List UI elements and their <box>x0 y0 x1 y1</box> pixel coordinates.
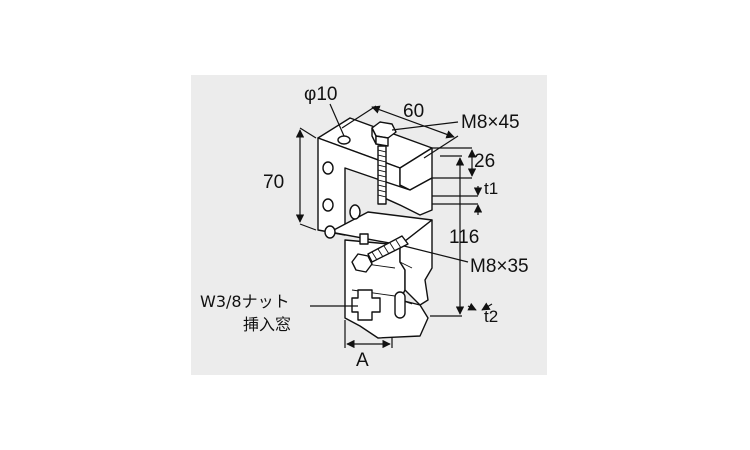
hole-upper-icon <box>322 161 334 175</box>
nut-window-icon <box>351 289 381 321</box>
label-thickness-2: t2 <box>484 307 498 326</box>
middle-bolt-icon <box>351 233 409 273</box>
slot-icon <box>394 291 406 319</box>
label-nut-window-line1: W3/8ナット <box>200 292 290 311</box>
label-thickness-1: t1 <box>484 179 498 198</box>
label-flange: 26 <box>474 151 495 172</box>
nut-icon <box>359 233 369 245</box>
label-bolt-top: M8×45 <box>461 112 520 133</box>
label-width: 60 <box>403 101 424 122</box>
hole-lower-icon <box>324 225 336 239</box>
label-height-total: 116 <box>449 227 479 248</box>
label-base-width: A <box>356 350 369 371</box>
hole-top-icon <box>337 135 351 145</box>
label-nut-window-line2: 挿入窓 <box>243 315 291 334</box>
hole-middle-icon <box>322 198 334 212</box>
mounting-holes <box>322 135 406 321</box>
dimension-lines <box>295 103 493 349</box>
label-bolt-mid: M8×35 <box>470 256 529 277</box>
label-height-upper: 70 <box>263 172 284 193</box>
hole-inner-icon <box>349 204 361 220</box>
label-hole-diameter: φ10 <box>304 84 337 105</box>
